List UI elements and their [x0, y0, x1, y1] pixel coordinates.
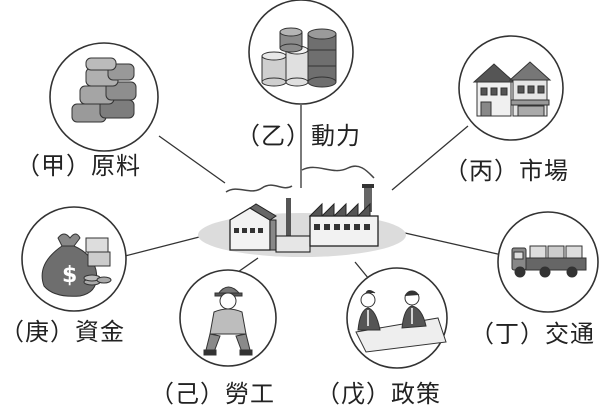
- factory-building-right: [308, 202, 379, 247]
- label-raw-materials: （甲）原料: [16, 152, 141, 180]
- connector-market: [391, 125, 469, 191]
- label-policy: （戊）政策: [316, 380, 441, 408]
- label-capital: （庚）資金: [0, 318, 125, 346]
- worker-icon: [203, 286, 253, 356]
- policy-circle: [346, 267, 448, 369]
- smoke-left: [225, 184, 293, 193]
- labor-circle: [179, 269, 277, 367]
- smoke-right: [301, 165, 375, 179]
- transport-circle: [497, 211, 599, 313]
- money-bag-icon: $: [41, 233, 112, 297]
- chimney-right: [364, 186, 372, 212]
- label-transport: （丁）交通: [470, 320, 595, 348]
- market-circle: [458, 35, 564, 141]
- barrels-icon: [261, 27, 337, 88]
- shops-icon: [472, 61, 552, 117]
- label-labor: （己）勞工: [150, 380, 275, 408]
- connector-raw-materials: [158, 135, 226, 184]
- truck-icon: [511, 245, 587, 278]
- svg-text:$: $: [62, 263, 77, 288]
- connector-transport: [404, 232, 503, 256]
- label-market: （丙）市場: [444, 157, 569, 185]
- chimney-left: [286, 198, 291, 236]
- factory-icon: [198, 165, 406, 257]
- meeting-icon: [355, 290, 447, 353]
- raw-materials-circle: [49, 42, 159, 152]
- label-power: （乙）動力: [236, 122, 361, 150]
- connector-capital: [124, 234, 208, 257]
- capital-circle: $: [21, 206, 127, 312]
- sacks-icon: [71, 57, 137, 123]
- power-circle: [248, 0, 354, 105]
